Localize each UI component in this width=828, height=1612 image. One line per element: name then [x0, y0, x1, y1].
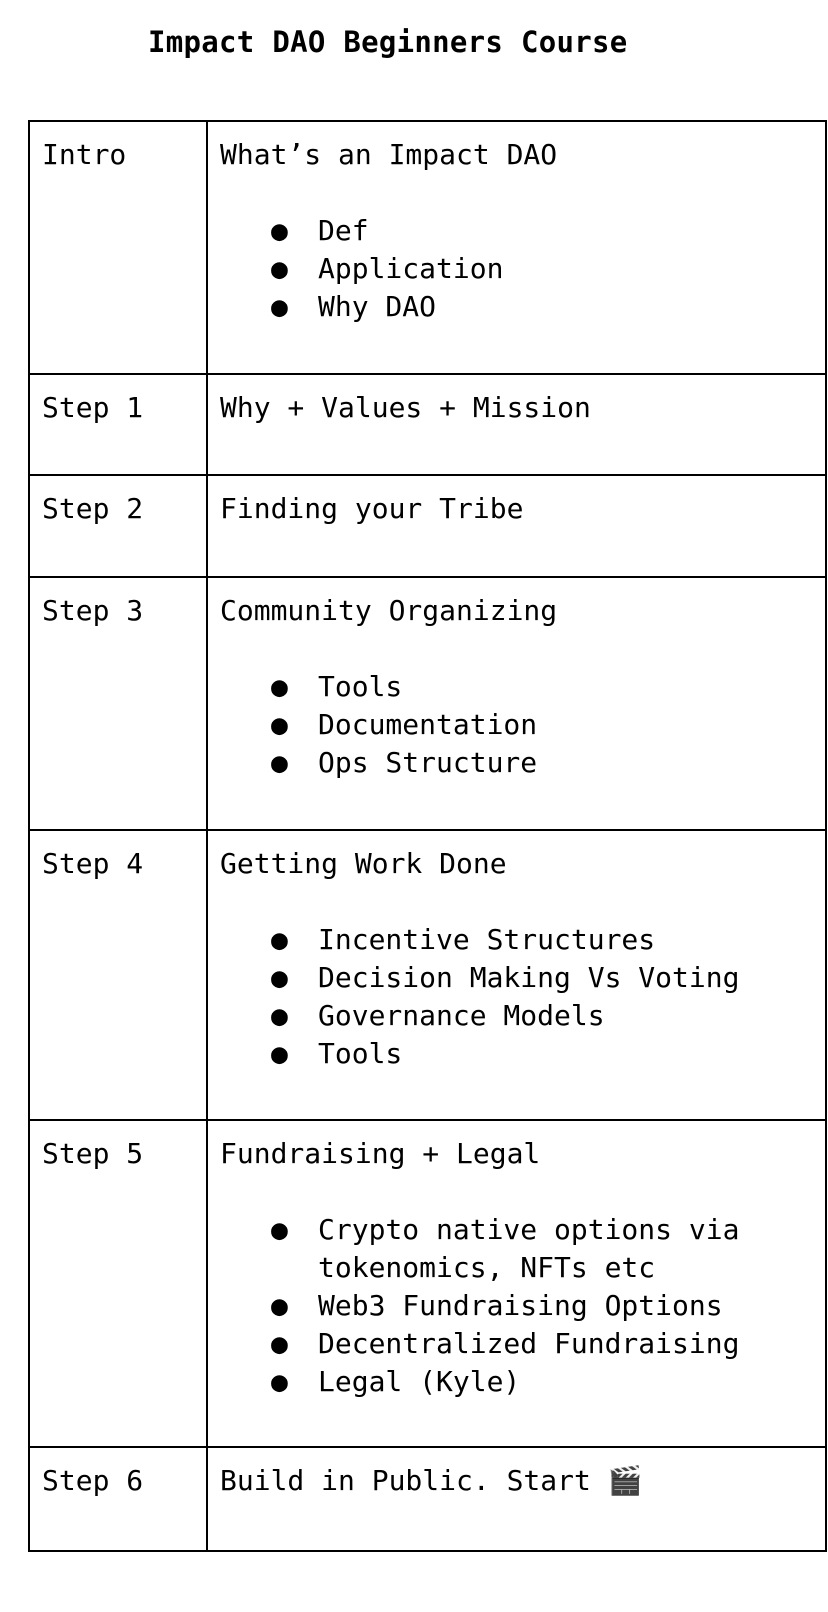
step-content-cell: Build in Public. Start 🎬 — [206, 1446, 827, 1552]
list-item: ● Tools — [220, 1035, 825, 1073]
list-item: ● Governance Models — [220, 997, 825, 1035]
table-row: Step 1 Why + Values + Mission — [28, 373, 827, 476]
list-item: ● Legal (Kyle) — [220, 1363, 825, 1401]
list-item: ● Decentralized Fundraising — [220, 1325, 825, 1363]
list-item: ● Application — [220, 250, 825, 288]
step-content-cell: Getting Work Done ● Incentive Structures … — [206, 829, 827, 1121]
section-heading: Fundraising + Legal — [220, 1137, 541, 1170]
list-item: ● Crypto native options via tokenomics, N… — [220, 1211, 825, 1287]
list-item: ● Tools — [220, 668, 825, 706]
section-heading: Finding your Tribe — [220, 492, 524, 525]
step-label: Step 4 — [42, 847, 144, 880]
table-row: Step 4 Getting Work Done ● Incentive Stru… — [28, 829, 827, 1121]
bullet-icon: ● — [271, 999, 288, 1032]
topic-list: ● Tools ● Documentation ● Ops Structure — [220, 668, 825, 782]
table-row: Step 5 Fundraising + Legal ● Crypto nativ… — [28, 1119, 827, 1448]
bullet-icon: ● — [271, 214, 288, 247]
bullet-icon: ● — [271, 746, 288, 779]
table-row: Step 6 Build in Public. Start 🎬 — [28, 1446, 827, 1552]
step-label-cell: Step 3 — [28, 576, 208, 831]
topic-text: Tools — [318, 670, 403, 703]
topic-list: ● Incentive Structures ● Decision Making V… — [220, 921, 825, 1073]
bullet-icon: ● — [271, 670, 288, 703]
step-content-cell: Finding your Tribe — [206, 474, 827, 578]
bullet-icon: ● — [271, 290, 288, 323]
list-item: ● Decision Making Vs Voting — [220, 959, 825, 997]
table-row: Step 3 Community Organizing ● Tools ● Docu… — [28, 576, 827, 831]
section-heading: Why + Values + Mission — [220, 391, 591, 424]
topic-text: Tools — [318, 1037, 403, 1070]
bullet-icon: ● — [271, 923, 288, 956]
bullet-icon: ● — [271, 708, 288, 741]
table-row: Step 2 Finding your Tribe — [28, 474, 827, 578]
step-content-cell: What’s an Impact DAO ● Def ● Application ●… — [206, 120, 827, 375]
step-label: Step 5 — [42, 1137, 144, 1170]
course-table: Intro What’s an Impact DAO ● Def ● Applica… — [28, 120, 827, 1552]
list-item: ● Why DAO — [220, 288, 825, 326]
topic-text: Governance Models — [318, 999, 605, 1032]
section-heading: What’s an Impact DAO — [220, 138, 558, 171]
topic-text: Def — [318, 214, 369, 247]
topic-text: Crypto native options via tokenomics, NF… — [318, 1213, 740, 1284]
topic-text: Incentive Structures — [318, 923, 656, 956]
bullet-icon: ● — [271, 1327, 288, 1360]
step-content-cell: Why + Values + Mission — [206, 373, 827, 476]
section-heading: Getting Work Done — [220, 847, 507, 880]
topic-list: ● Def ● Application ● Why DAO — [220, 212, 825, 326]
list-item: ● Def — [220, 212, 825, 250]
list-item: ● Incentive Structures — [220, 921, 825, 959]
step-label-cell: Step 2 — [28, 474, 208, 578]
topic-list: ● Crypto native options via tokenomics, N… — [220, 1211, 825, 1401]
topic-text: Web3 Fundraising Options — [318, 1289, 723, 1322]
bullet-icon: ● — [271, 1289, 288, 1322]
topic-text: Decentralized Fundraising — [318, 1327, 740, 1360]
section-heading: Community Organizing — [220, 594, 558, 627]
step-label: Step 1 — [42, 391, 144, 424]
step-label-cell: Step 5 — [28, 1119, 208, 1448]
topic-text: Decision Making Vs Voting — [318, 961, 740, 994]
step-content-cell: Fundraising + Legal ● Crypto native optio… — [206, 1119, 827, 1448]
topic-text: Application — [318, 252, 504, 285]
bullet-icon: ● — [271, 252, 288, 285]
step-label-cell: Intro — [28, 120, 208, 375]
step-label-cell: Step 1 — [28, 373, 208, 476]
topic-text: Documentation — [318, 708, 538, 741]
step-label: Step 3 — [42, 594, 144, 627]
topic-text: Legal (Kyle) — [318, 1365, 521, 1398]
list-item: ● Documentation — [220, 706, 825, 744]
bullet-icon: ● — [271, 961, 288, 994]
topic-text: Why DAO — [318, 290, 437, 323]
topic-text: Ops Structure — [318, 746, 538, 779]
step-label: Intro — [42, 138, 127, 171]
bullet-icon: ● — [271, 1037, 288, 1070]
document-title: Impact DAO Beginners Course — [148, 25, 628, 59]
step-label: Step 6 — [42, 1464, 144, 1497]
bullet-icon: ● — [271, 1213, 288, 1246]
step-label: Step 2 — [42, 492, 144, 525]
table-row: Intro What’s an Impact DAO ● Def ● Applica… — [28, 120, 827, 375]
step-label-cell: Step 6 — [28, 1446, 208, 1552]
list-item: ● Ops Structure — [220, 744, 825, 782]
step-label-cell: Step 4 — [28, 829, 208, 1121]
list-item: ● Web3 Fundraising Options — [220, 1287, 825, 1325]
bullet-icon: ● — [271, 1365, 288, 1398]
step-content-cell: Community Organizing ● Tools ● Documentati… — [206, 576, 827, 831]
section-heading: Build in Public. Start 🎬 — [220, 1464, 643, 1497]
